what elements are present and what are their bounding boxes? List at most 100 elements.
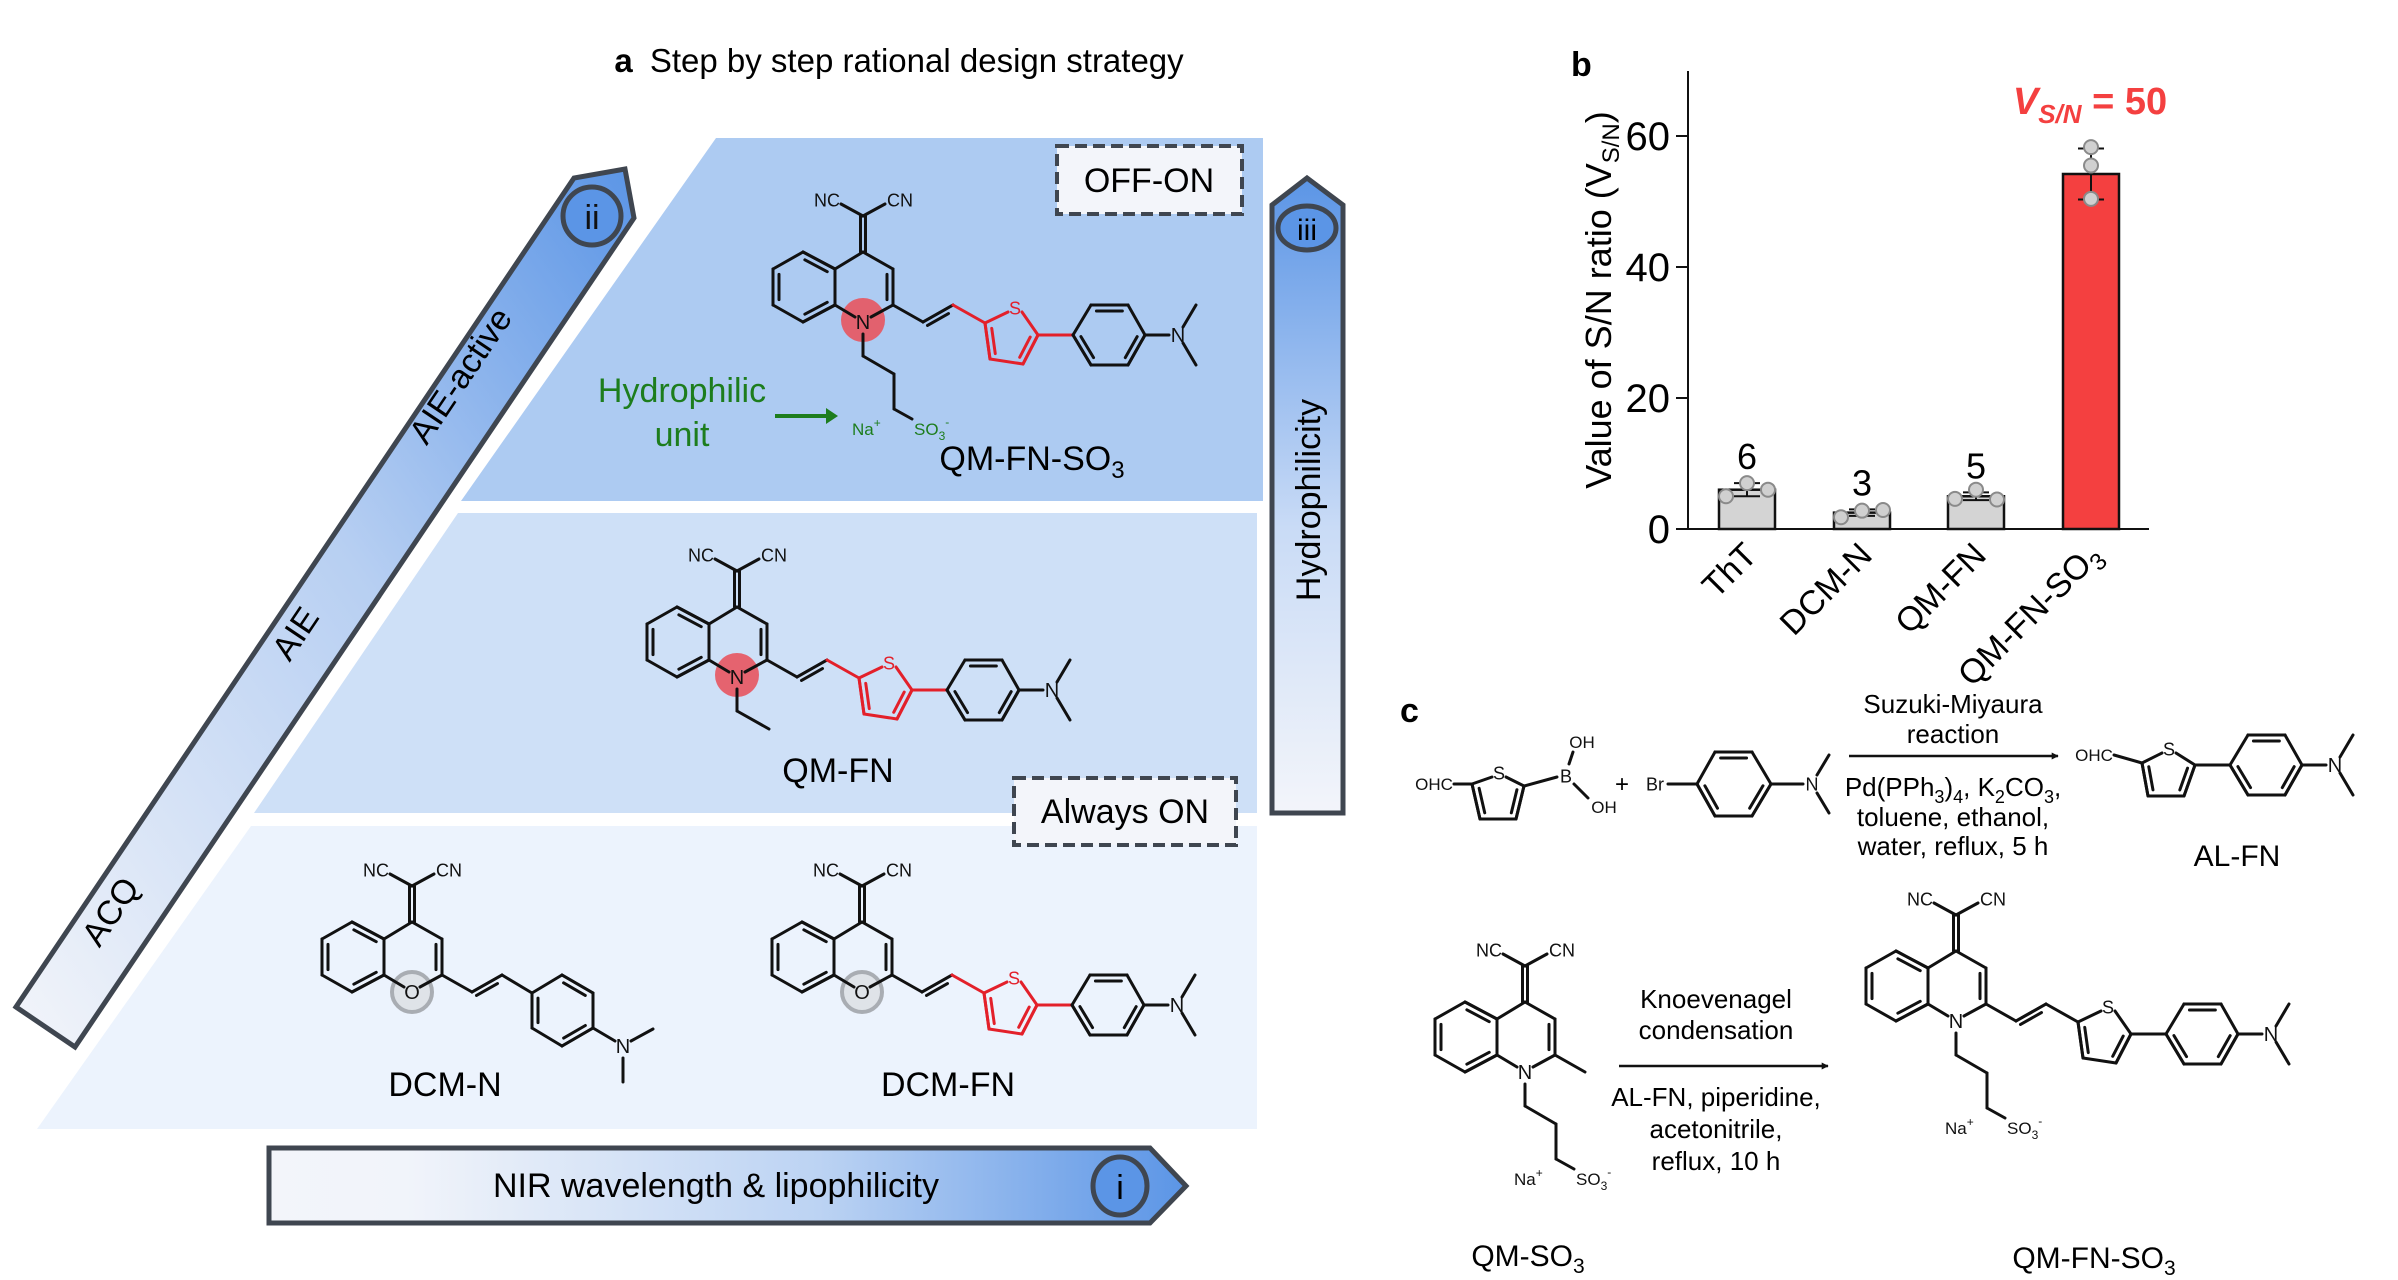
bond [1523,952,1549,968]
data-point [1989,491,2005,508]
bond [1495,1000,1527,1021]
sodium-na: Na [1514,1170,1536,1189]
sodium-label: Na+ [852,416,881,439]
bond [645,605,679,626]
bond [1926,1002,1950,1018]
sulfonate-charge: - [945,415,949,429]
double-bond [562,981,587,997]
compound-label-qm-fn: QM-FN [782,752,893,790]
bond [1071,303,1093,337]
y-tick-label: 60 [1626,115,1671,159]
bond [1055,658,1072,684]
sulfur-atom: S [2163,739,2175,759]
bond [801,250,837,271]
reaction-1-conditions-line1: Pd(PPh3)4, K2CO3, [1845,772,2061,807]
acq-highlight-circle [840,970,884,1014]
compound-label-qm-fn-so3: QM-FN-SO3 [939,440,1124,484]
double-bond [1509,788,1519,815]
double-bond [997,690,1013,715]
bond [2081,1056,2118,1065]
bond [1985,1106,2007,1120]
bar-qm-fn-so3 [2061,172,2121,531]
sulfonate-label: SO3- [2007,1114,2042,1142]
double-bond [1896,957,1922,973]
bond [1815,791,1831,815]
nitrogen-atom: N [1949,1011,1963,1033]
data-point [1718,488,1734,505]
nitrile-label: CN [761,545,787,565]
bond [743,658,769,674]
text-run: , [2054,772,2061,802]
bond [1695,750,1717,786]
dimethylamino-nitrogen: N [616,1036,630,1058]
double-bond [953,690,970,715]
label-hydrophilicity: Hydrophilicity [1290,399,1328,601]
bond [2274,1002,2291,1028]
bond [1021,333,1040,366]
bond [770,973,804,994]
double-bond [677,613,703,629]
boron-atom: B [1560,766,1572,786]
bond [825,658,861,680]
y-axis-label-close: ) [1578,111,1619,123]
bar-data-label: 3 [1852,462,1872,503]
panel-a-title-text: Step by step rational design strategy [650,42,1184,79]
double-bond [1896,999,1922,1015]
aie-highlight-circle [715,653,759,697]
bond [1554,1157,1576,1171]
reaction-1: Suzuki-Miyaura reaction Pd(PPh3)4, K2CO3… [1845,689,2061,861]
bond [860,872,886,888]
bond [832,973,856,989]
bond [982,980,1009,995]
vsn-annotation-v: V [2013,81,2041,123]
double-bond [864,681,871,711]
nitrile-label: CN [1549,940,1575,960]
compound-subscript: 3 [2164,1257,2176,1280]
text-run: ) [1944,772,1953,802]
nitrile-label: NC [1907,889,1933,909]
x-tick-label: ThT [1695,536,1765,606]
data-point [1968,481,1984,498]
data-point [1760,481,1776,498]
double-bond [2111,1034,2125,1058]
sulfonate-label: SO3- [914,415,949,443]
double-bond [2147,765,2155,792]
reaction-1-above-line1: Suzuki-Miyaura [1863,689,2043,719]
bond [1000,658,1021,692]
bond [1463,1053,1499,1074]
bond [1894,949,1930,970]
bond [2140,751,2164,765]
bond [2228,763,2250,797]
bond [2274,1040,2291,1066]
dimethylamino-nitrogen: N [1806,774,1819,794]
text-run: toluene, ethanol, [1857,802,2049,832]
y-tick-label: 20 [1626,377,1671,421]
bond [1071,333,1093,367]
sulfonate-charge: - [2038,1114,2042,1128]
dimethylamino-nitrogen: N [1170,995,1184,1017]
compound-name: QM-FN-SO [939,440,1111,478]
double-bond [1465,1050,1491,1066]
compound-subscript: 3 [1573,1255,1585,1278]
bond [765,658,799,679]
compound-label-dcm-n: DCM-N [388,1066,501,1104]
double-bond [803,258,829,274]
formyl-label: OHC [2075,746,2113,765]
bond [675,605,711,626]
bond [1815,753,1831,777]
x-tick-label-main: QM-FN [1888,536,1994,642]
bond [1504,775,1526,788]
bond [1126,303,1147,337]
bond [801,303,837,324]
bond [1954,901,1980,917]
double-bond [352,970,378,986]
bond [350,973,386,994]
bond [382,920,414,941]
double-bond [2083,1025,2090,1055]
bond [713,557,739,573]
bond [2014,1002,2048,1023]
bond [2164,1002,2186,1036]
nitrile-label: CN [886,860,912,880]
x-tick-label: QM-FN [1888,536,1994,642]
